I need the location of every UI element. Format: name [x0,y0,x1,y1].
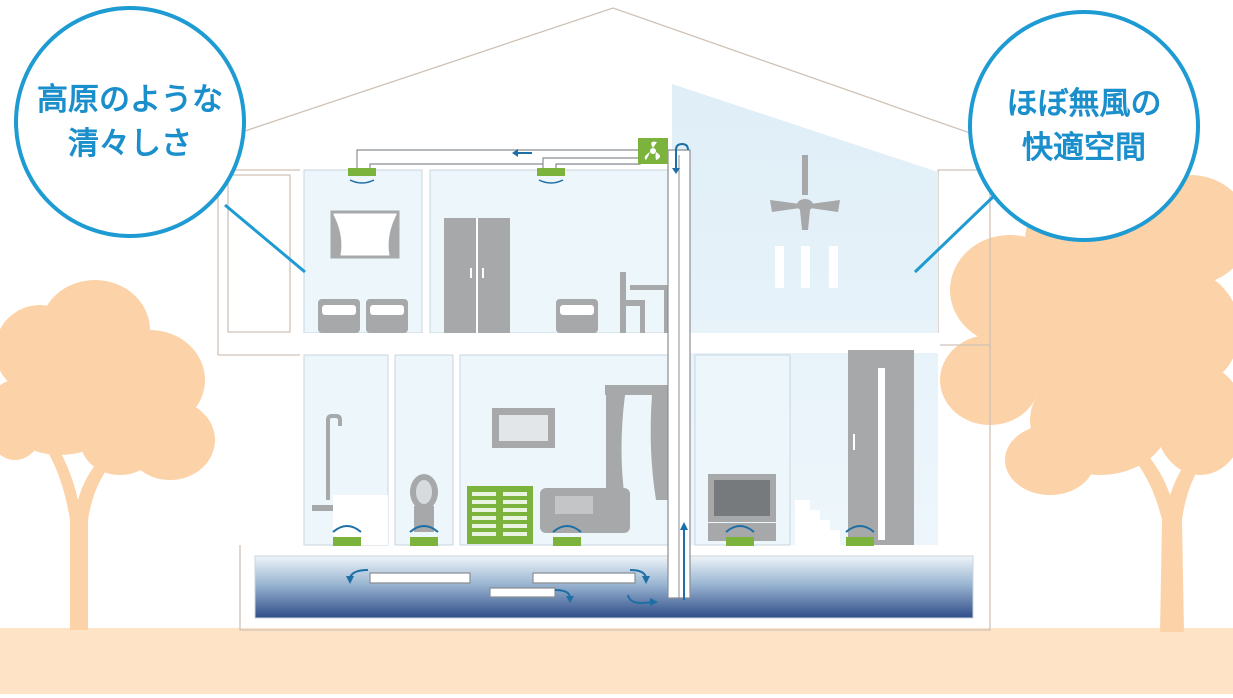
callout-left-line1: 高原のような [37,82,223,118]
bathtub [333,495,388,545]
tv-icon [708,474,776,541]
toilet-icon [410,474,438,532]
callout-line-right [913,193,997,274]
wall-slats [775,246,838,288]
bed-icon [318,299,598,333]
air-handler-slats [472,492,527,536]
tree-right [940,175,1233,632]
floor-slab-upper [300,333,940,353]
stairs [795,500,840,545]
callout-bubble-left: 高原のような 清々しさ [14,6,246,238]
ground [0,628,1233,694]
callout-right-line1: ほぼ無風の [1006,86,1162,122]
airflow-arrows [346,142,689,606]
tree-left [0,280,215,630]
floor-vents [333,537,874,546]
shower-icon [312,414,342,511]
basement [255,556,973,618]
callout-right-line2: 快適空間 [1022,130,1146,166]
callout-line-left [224,203,306,274]
door-icon [848,350,914,545]
desk-chair-icon [620,272,672,333]
floor-airflow-arcs [332,525,875,533]
house-outline [217,7,991,631]
sofa-icon [540,488,630,533]
callout-bubble-right: ほぼ無風の 快適空間 [968,10,1200,242]
ceiling-vents [348,168,565,184]
fan-blades [644,141,660,160]
wardrobe-icon [444,218,510,333]
window-curtains [330,210,400,259]
living-curtains [605,385,672,500]
callout-left-line2: 清々しさ [68,126,192,162]
ceiling-fan-icon [770,155,840,230]
